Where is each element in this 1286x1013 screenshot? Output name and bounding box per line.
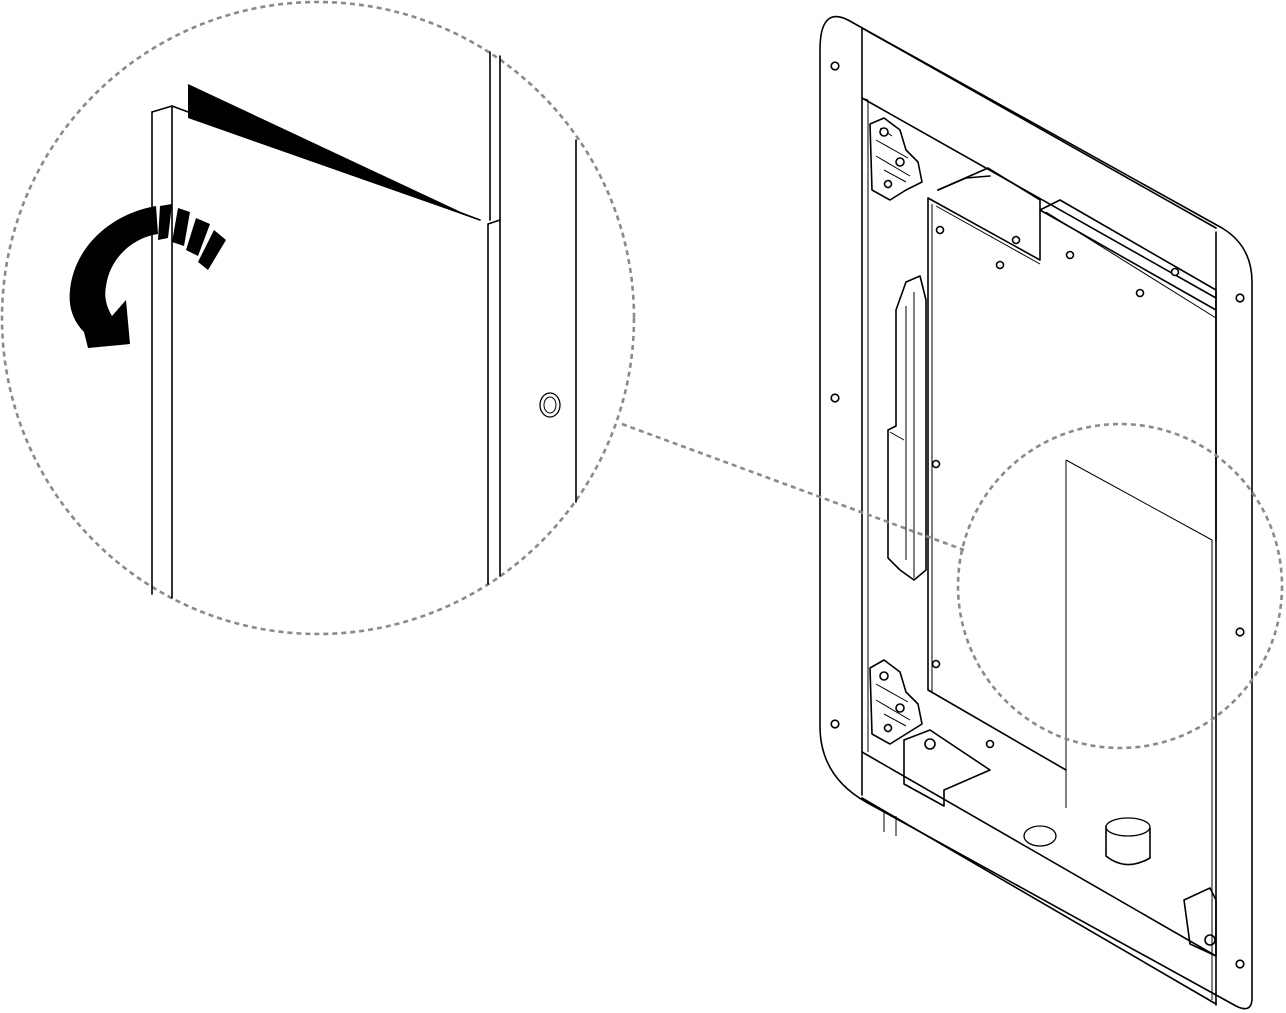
wall-box-enclosure bbox=[819, 15, 1253, 1010]
left-rail-inner bbox=[889, 292, 915, 578]
protective-film-peel-icon bbox=[188, 84, 478, 220]
flange-hole bbox=[1235, 293, 1245, 303]
left-rail-bracket bbox=[887, 275, 927, 581]
cavity-left-wall bbox=[861, 97, 869, 752]
device-plate bbox=[927, 197, 1217, 771]
flange-hole bbox=[830, 61, 840, 71]
plate-screw bbox=[1170, 267, 1180, 277]
plate-screw bbox=[1011, 235, 1021, 245]
plate-screw bbox=[985, 739, 995, 749]
bottom-wedge-block bbox=[903, 729, 991, 807]
screw-hole-icon bbox=[539, 392, 561, 418]
detail-callout-large bbox=[0, 0, 636, 636]
flange-hole bbox=[1235, 959, 1245, 969]
panel-sheet bbox=[151, 105, 173, 599]
frame-rail-2 bbox=[489, 51, 501, 221]
flange-hole bbox=[1235, 627, 1245, 637]
plate-screw bbox=[931, 459, 941, 469]
detail-callout-small bbox=[956, 422, 1284, 750]
device-plate-top-edge bbox=[931, 204, 1217, 692]
bottom-right-block bbox=[1183, 887, 1217, 957]
top-inner-rim bbox=[861, 27, 1217, 299]
cable-gland bbox=[1105, 825, 1151, 866]
plate-screw bbox=[935, 225, 945, 235]
flange-hole bbox=[830, 393, 840, 403]
plate-screw bbox=[995, 260, 1005, 270]
device-top-block bbox=[937, 167, 1217, 311]
inner-panel-line bbox=[1065, 459, 1213, 1000]
cable-port bbox=[1023, 825, 1057, 847]
inner-flange-edge bbox=[861, 27, 1217, 1006]
outer-flange bbox=[819, 15, 1253, 1010]
corner-screw bbox=[1204, 934, 1216, 946]
flange-holes bbox=[830, 61, 1245, 969]
flange-hole bbox=[830, 719, 840, 729]
bottom-stubs bbox=[883, 810, 897, 836]
frame-rail-1 bbox=[487, 219, 501, 585]
plate-screw bbox=[1135, 288, 1145, 298]
plate-screw bbox=[1065, 250, 1075, 260]
bottom-hinge bbox=[869, 659, 936, 750]
rotate-arrow-icon bbox=[69, 204, 226, 348]
top-hinge bbox=[869, 117, 991, 201]
detail-magnified-view bbox=[0, 0, 636, 636]
plate-screw bbox=[931, 659, 941, 669]
bottom-inner-rim bbox=[861, 751, 1217, 1005]
callout-leader-line bbox=[621, 422, 965, 552]
